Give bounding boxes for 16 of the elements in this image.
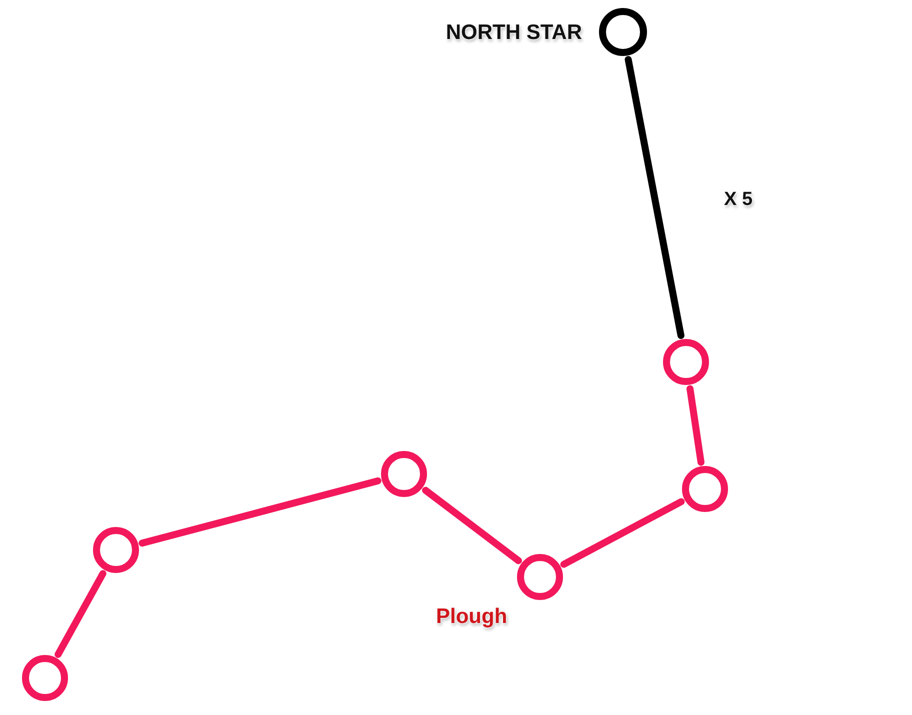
pole-star-circle <box>599 8 647 56</box>
star-name-label: NORTH STAR <box>446 22 582 42</box>
star-circle <box>663 339 709 385</box>
connector-line <box>54 570 106 658</box>
star-circle <box>381 451 427 497</box>
constellation-name-label: Plough <box>436 606 508 627</box>
star-circle <box>517 554 563 600</box>
connector-line <box>138 477 382 547</box>
star-circle <box>93 527 139 573</box>
connector-line <box>624 56 684 339</box>
distance-multiplier-label: X 5 <box>724 190 753 209</box>
connector-line <box>422 486 522 564</box>
connector-line <box>560 498 685 568</box>
star-circle <box>682 466 728 512</box>
star-circle <box>22 655 68 701</box>
connector-line <box>686 385 704 466</box>
